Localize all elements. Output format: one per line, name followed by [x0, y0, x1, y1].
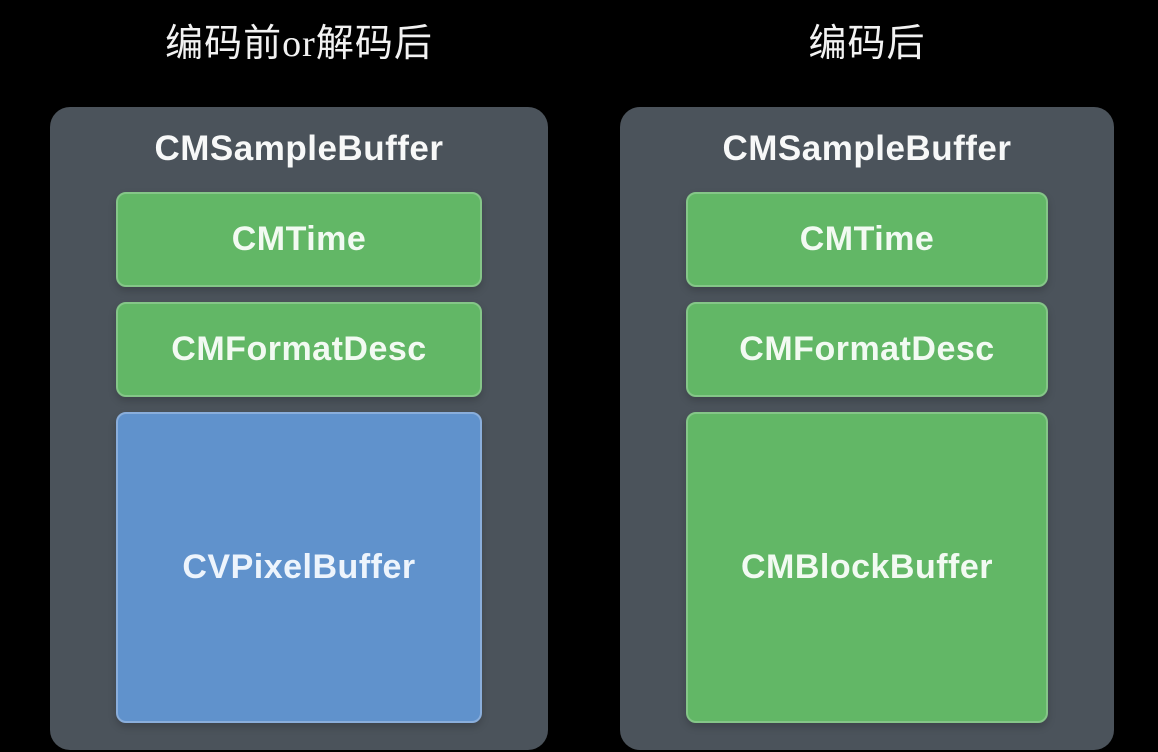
cmtime-box: CMTime	[116, 192, 482, 287]
cmformatdesc-box: CMFormatDesc	[686, 302, 1048, 397]
sample-buffer-panel-decoded: CMSampleBuffer CMTime CMFormatDesc CVPix…	[50, 107, 548, 750]
box-stack: CMTime CMFormatDesc CMBlockBuffer	[620, 192, 1114, 723]
panel-title: CMSampleBuffer	[154, 129, 444, 168]
cmformatdesc-box: CMFormatDesc	[116, 302, 482, 397]
panel-title: CMSampleBuffer	[722, 129, 1012, 168]
cmblockbuffer-box: CMBlockBuffer	[686, 412, 1048, 723]
left-panel-caption: 编码前or解码后	[165, 23, 433, 65]
sample-buffer-panel-encoded: CMSampleBuffer CMTime CMFormatDesc CMBlo…	[620, 107, 1114, 750]
box-stack: CMTime CMFormatDesc CVPixelBuffer	[50, 192, 548, 723]
right-panel-caption: 编码后	[808, 23, 926, 65]
cvpixelbuffer-box: CVPixelBuffer	[116, 412, 482, 723]
cmtime-box: CMTime	[686, 192, 1048, 287]
